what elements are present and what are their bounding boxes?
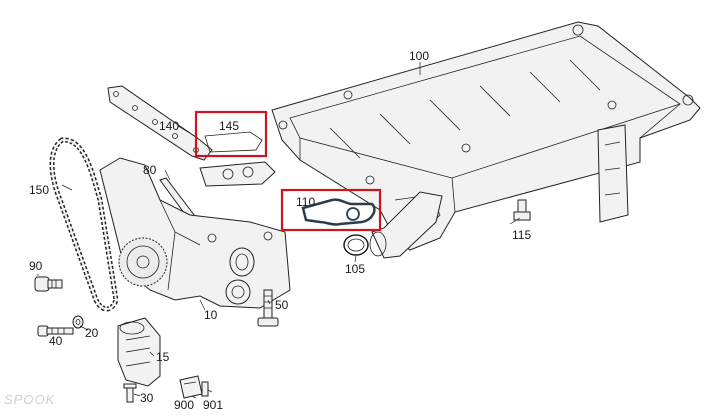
label-900: 900 [174,398,194,412]
valve-15 [117,317,161,387]
bolt-50 [257,289,279,327]
timing-chain [49,137,119,312]
label-50: 50 [275,298,289,312]
washer-20 [72,315,84,329]
highlight-box-110 [280,188,382,232]
plug-90 [34,276,63,292]
label-100: 100 [409,49,429,63]
label-110: 110 [296,195,315,209]
bolt-40 [37,325,74,337]
label-20: 20 [85,326,99,340]
label-901: 901 [203,398,223,412]
label-140: 140 [159,119,179,133]
watermark: SPOOK [4,392,56,407]
label-15: 15 [156,350,170,364]
seal-901 [201,381,209,397]
label-105: 105 [345,262,365,276]
label-30: 30 [140,391,154,405]
o-ring-105 [343,234,369,256]
bolt-30 [123,383,137,403]
gasket-145 [199,131,276,187]
oil-pan [271,21,701,251]
gasket-110 [301,198,376,226]
highlight-box-145 [194,110,268,158]
oil-pump [99,157,291,309]
bolt-115 [513,199,531,221]
label-90: 90 [29,259,43,273]
connector-900 [179,375,203,399]
label-80: 80 [143,163,157,177]
label-145: 145 [219,119,239,133]
label-150: 150 [29,183,49,197]
leader-lines [37,62,521,399]
label-115: 115 [512,228,531,242]
pickup-tube [369,191,443,259]
label-10: 10 [204,308,218,322]
label-40: 40 [49,334,63,348]
